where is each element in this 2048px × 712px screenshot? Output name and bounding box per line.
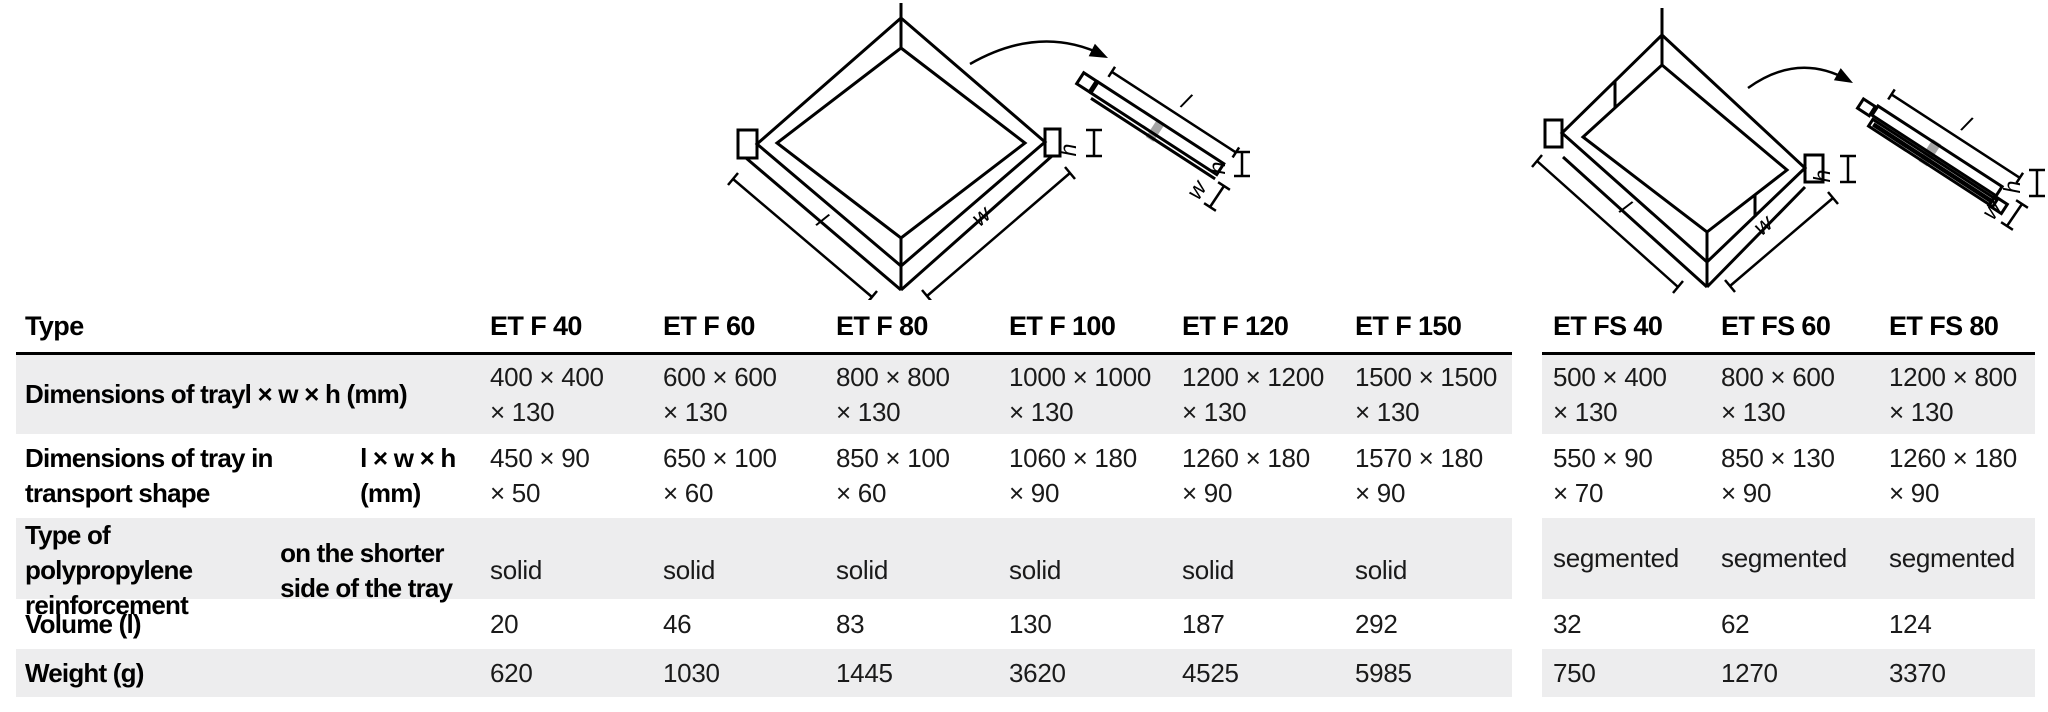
cell-value: segmented xyxy=(1553,543,1679,573)
cell-value: 600 × 600 × 130 xyxy=(663,361,777,427)
height-label: h xyxy=(1055,144,1081,157)
cell-value: 5985 xyxy=(1355,657,1412,688)
section-gap xyxy=(1512,355,1542,434)
cell-value: 187 xyxy=(1182,608,1225,639)
cell-value: 800 × 600 × 130 xyxy=(1721,361,1835,427)
cell-value: solid xyxy=(1355,555,1407,585)
cell-value: 1500 × 1500 × 130 xyxy=(1355,361,1498,427)
column-header-etfs60: ET FS 60 xyxy=(1721,310,1831,341)
cell-value: 1200 × 1200 × 130 xyxy=(1182,361,1325,427)
column-header-etf100: ET F 100 xyxy=(1009,310,1116,341)
cell-value: 83 xyxy=(836,608,865,639)
column-header-etfs40: ET FS 40 xyxy=(1553,310,1663,341)
cell-value: solid xyxy=(663,555,715,585)
column-header-etf80: ET F 80 xyxy=(836,310,928,341)
tray-isometric-etfs xyxy=(1543,8,1825,289)
cell-value: 130 xyxy=(1009,608,1052,639)
cell-value: 62 xyxy=(1721,608,1750,639)
section-gap xyxy=(1512,599,1542,649)
cell-value: solid xyxy=(1182,555,1234,585)
table-row-weight: Weight (g) 620 1030 1445 3620 4525 5985 … xyxy=(16,649,2035,697)
cell-value: segmented xyxy=(1721,543,1847,573)
cell-value: 20 xyxy=(490,608,519,639)
folded-tray-etfs: l xyxy=(1855,88,2025,216)
cell-value: solid xyxy=(490,555,542,585)
cell-value: 124 xyxy=(1889,608,1932,639)
cell-value: 450 × 90 × 50 xyxy=(490,443,590,508)
cell-value: 1260 × 180 × 90 xyxy=(1889,443,2017,508)
flat-length-label: l xyxy=(1957,112,1976,137)
cell-value: 1000 × 1000 × 130 xyxy=(1009,361,1152,427)
column-header-etf150: ET F 150 xyxy=(1355,310,1462,341)
cell-value: 1260 × 180 × 90 xyxy=(1182,443,1310,508)
tray-diagram-etfs: l w h l xyxy=(1531,8,2045,294)
cell-value: 500 × 400 × 130 xyxy=(1553,361,1667,427)
cell-value: 32 xyxy=(1553,608,1582,639)
folded-dimensions-etf: h w xyxy=(1181,150,1250,212)
cell-value: 1445 xyxy=(836,657,893,688)
cell-value: 800 × 800 × 130 xyxy=(836,361,950,427)
cell-value: 1270 xyxy=(1721,657,1778,688)
flat-length-label: l xyxy=(1177,89,1196,114)
cell-value: 3620 xyxy=(1009,657,1066,688)
cell-value: 1030 xyxy=(663,657,720,688)
section-gap xyxy=(1512,300,1542,355)
row-label: Volume (l) xyxy=(25,608,142,639)
type-column-header: Type xyxy=(25,310,84,341)
spec-table: Type ET F 40 ET F 60 ET F 80 ET F 100 ET… xyxy=(16,300,2035,697)
cell-value: 3370 xyxy=(1889,657,1946,688)
folded-dimensions-etfs: h w xyxy=(1976,168,2045,231)
cell-value: 1570 × 180 × 90 xyxy=(1355,443,1483,508)
height-label: h xyxy=(1809,170,1835,183)
fold-arrow-etf xyxy=(969,40,1108,66)
flat-height-label: h xyxy=(1999,181,2025,194)
cell-value: 292 xyxy=(1355,608,1398,639)
section-gap xyxy=(1512,649,1542,697)
column-header-etfs80: ET FS 80 xyxy=(1889,310,1999,341)
column-header-etf60: ET F 60 xyxy=(663,310,755,341)
cell-value: 4525 xyxy=(1182,657,1239,688)
cell-value: 1200 × 800 × 130 xyxy=(1889,361,2017,427)
cell-value: solid xyxy=(836,555,888,585)
cell-value: 46 xyxy=(663,608,692,639)
flat-width-label: w xyxy=(1181,174,1213,203)
cell-value: 650 × 100 × 60 xyxy=(663,443,777,508)
column-header-etf120: ET F 120 xyxy=(1182,310,1289,341)
cell-value: 850 × 130 × 90 xyxy=(1721,443,1835,508)
column-header-etf40: ET F 40 xyxy=(490,310,582,341)
table-row-volume: Volume (l) 20 46 83 130 187 292 32 62 12… xyxy=(16,599,2035,649)
cell-value: 750 xyxy=(1553,657,1596,688)
table-header-row: Type ET F 40 ET F 60 ET F 80 ET F 100 ET… xyxy=(16,300,2035,355)
section-gap xyxy=(1512,434,1542,518)
cell-value: 850 × 100 × 60 xyxy=(836,443,950,508)
tray-isometric-etf xyxy=(736,3,1062,292)
section-gap xyxy=(1512,518,1542,599)
cell-value: 620 xyxy=(490,657,533,688)
cell-value: 1060 × 180 × 90 xyxy=(1009,443,1137,508)
row-label: Weight (g) xyxy=(25,657,144,688)
width-label: w xyxy=(1748,209,1779,240)
flat-height-label: h xyxy=(1204,162,1230,175)
cell-value: segmented xyxy=(1889,543,2015,573)
fold-arrow-etfs xyxy=(1747,66,1853,90)
cell-value: 550 × 90 × 70 xyxy=(1553,443,1653,508)
cell-value: solid xyxy=(1009,555,1061,585)
dimension-lines-etfs: l w h xyxy=(1531,154,1856,294)
tray-diagram-etf: l w h l h xyxy=(727,3,1250,300)
cell-value: 400 × 400 × 130 xyxy=(490,361,604,427)
